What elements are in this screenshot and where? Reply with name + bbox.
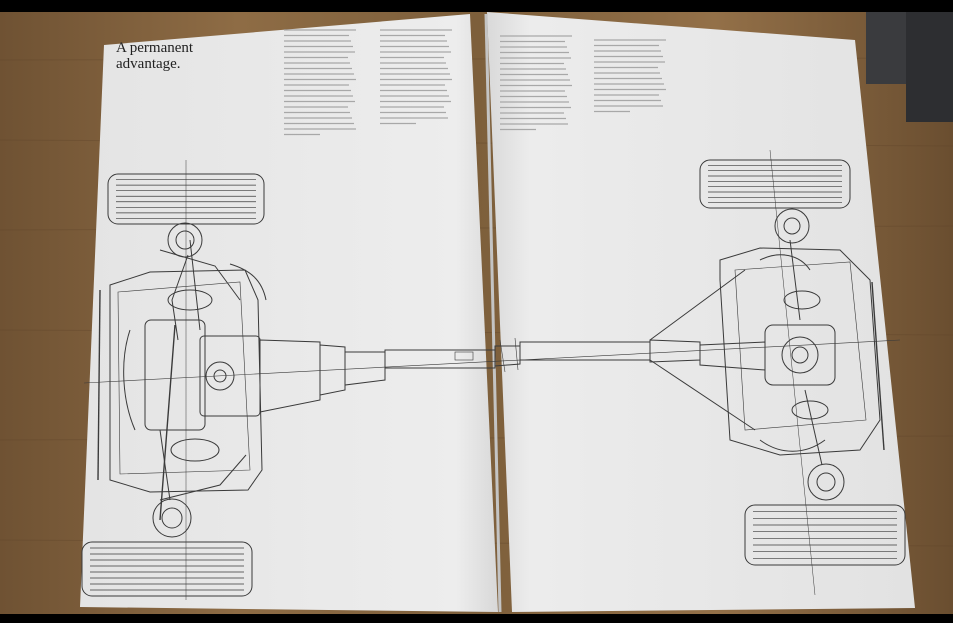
body-text-columns	[284, 29, 666, 136]
headline: A permanent advantage.	[116, 40, 266, 72]
headline-line-2: advantage.	[116, 56, 181, 72]
right-page	[487, 12, 915, 612]
left-page	[80, 14, 498, 612]
left-bottom-wheel	[81, 541, 253, 597]
right-bottom-wheel	[744, 504, 906, 566]
drivetrain-illustration	[81, 149, 906, 600]
headline-line-1: A permanent	[116, 40, 194, 56]
